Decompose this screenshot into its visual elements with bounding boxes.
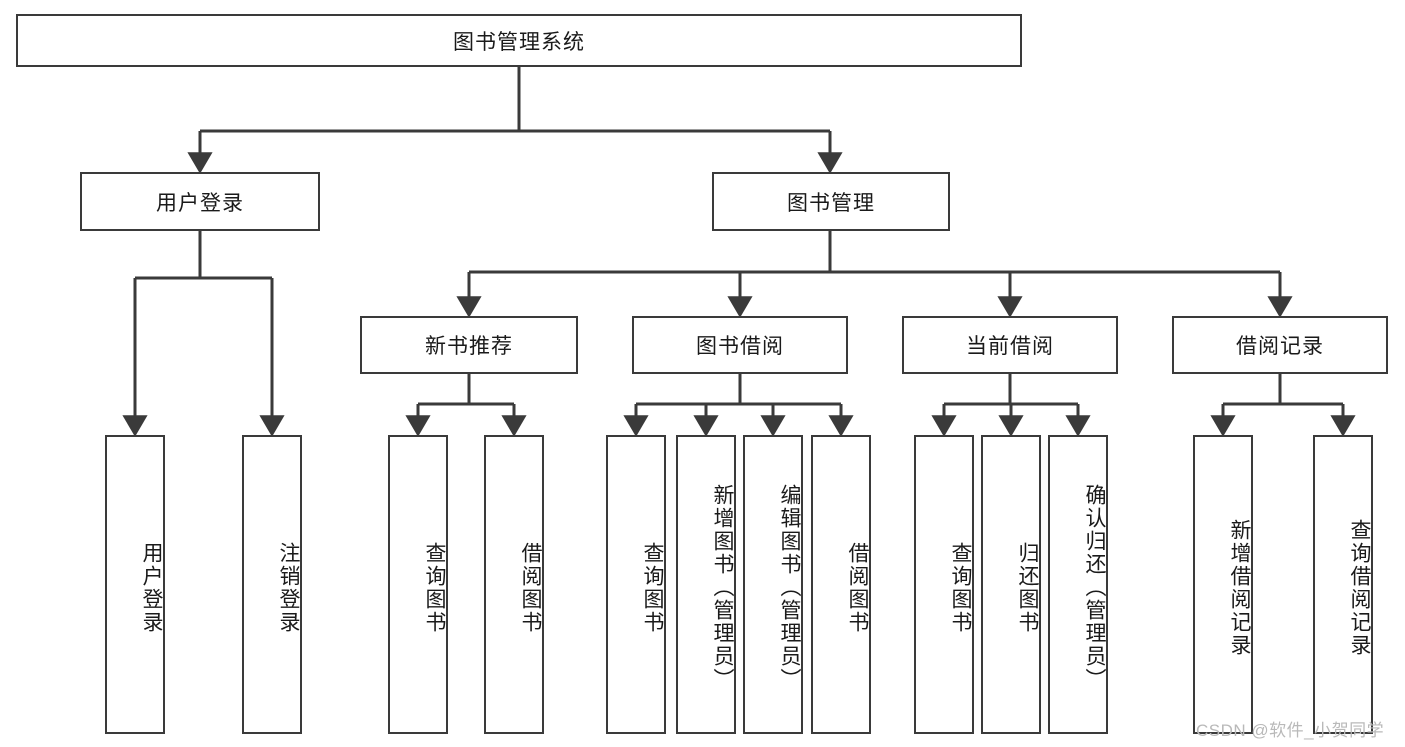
node-borrow-records[interactable]: 借阅记录 [1172,316,1388,374]
leaf-query-book-current-label: 查询图书 [949,541,972,634]
csdn-watermark: CSDN @软件_小贺同学 [1196,721,1385,740]
node-user-login[interactable]: 用户登录 [80,172,320,231]
node-new-book-recommend-label: 新书推荐 [425,335,513,358]
node-book-borrow[interactable]: 图书借阅 [632,316,848,374]
leaf-return-book[interactable]: 归还图书 [981,435,1041,734]
node-current-borrow-label: 当前借阅 [966,335,1054,358]
node-root[interactable]: 图书管理系统 [16,14,1022,67]
leaf-lend-book[interactable]: 借阅图书 [811,435,871,734]
leaf-borrow-book-recommend-label: 借阅图书 [519,541,542,634]
leaf-user-login[interactable]: 用户登录 [105,435,165,734]
node-user-login-label: 用户登录 [156,191,244,215]
leaf-add-book-admin[interactable]: 新增图书（管理员） [676,435,736,734]
leaf-user-login-label: 用户登录 [140,541,163,634]
node-book-management-label: 图书管理 [787,191,875,215]
node-book-borrow-label: 图书借阅 [696,335,784,358]
leaf-logout-label: 注销登录 [277,541,300,634]
leaf-confirm-return-admin[interactable]: 确认归还（管理员） [1048,435,1108,734]
leaf-edit-book-admin-label: 编辑图书（管理员） [778,484,801,691]
leaf-confirm-return-admin-label: 确认归还（管理员） [1083,484,1106,691]
leaf-return-book-label: 归还图书 [1016,541,1039,634]
leaf-query-book-current[interactable]: 查询图书 [914,435,974,734]
leaf-query-book-recommend-label: 查询图书 [423,541,446,634]
leaf-query-book-recommend[interactable]: 查询图书 [388,435,448,734]
node-borrow-records-label: 借阅记录 [1236,335,1324,358]
leaf-add-borrow-record-label: 新增借阅记录 [1228,518,1251,657]
leaf-query-book-borrow-label: 查询图书 [641,541,664,634]
leaf-logout[interactable]: 注销登录 [242,435,302,734]
leaf-add-borrow-record[interactable]: 新增借阅记录 [1193,435,1253,734]
leaf-query-borrow-record[interactable]: 查询借阅记录 [1313,435,1373,734]
leaf-lend-book-label: 借阅图书 [846,541,869,634]
leaf-edit-book-admin[interactable]: 编辑图书（管理员） [743,435,803,734]
leaf-borrow-book-recommend[interactable]: 借阅图书 [484,435,544,734]
leaf-query-book-borrow[interactable]: 查询图书 [606,435,666,734]
leaf-query-borrow-record-label: 查询借阅记录 [1348,518,1371,657]
node-root-label: 图书管理系统 [453,30,585,54]
node-new-book-recommend[interactable]: 新书推荐 [360,316,578,374]
leaf-add-book-admin-label: 新增图书（管理员） [711,484,734,691]
node-current-borrow[interactable]: 当前借阅 [902,316,1118,374]
node-book-management[interactable]: 图书管理 [712,172,950,231]
